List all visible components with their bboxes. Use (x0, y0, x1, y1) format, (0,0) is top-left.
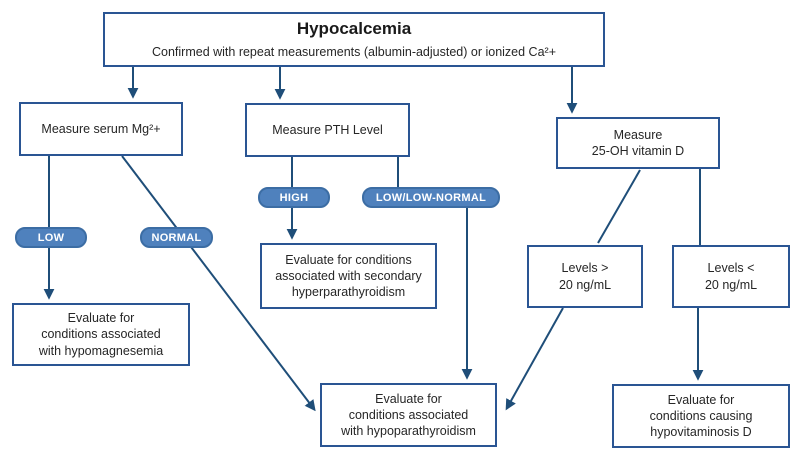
connector-vitd-to-levels-above (597, 169, 641, 244)
diagram-subtitle: Confirmed with repeat measurements (albu… (151, 45, 556, 60)
node-eval-hypomagnesemia: Evaluate for conditions associated with … (12, 303, 190, 366)
node-hypocalcemia: Hypocalcemia Confirmed with repeat measu… (103, 12, 605, 67)
node-levels-above-20: Levels > 20 ng/mL (527, 245, 643, 308)
branch-label-normal: NORMAL (140, 227, 213, 248)
node-eval-hypovitaminosis-d: Evaluate for conditions causing hypovita… (612, 384, 790, 448)
branch-label-high: HIGH (258, 187, 330, 208)
connector-mg-normal-to-hypoparathyroidism (121, 155, 316, 412)
node-levels-below-20: Levels < 20 ng/mL (672, 245, 790, 308)
node-measure-25oh-vitamin-d: Measure 25-OH vitamin D (556, 117, 720, 169)
branch-label-low-low-normal: LOW/LOW-NORMAL (362, 187, 500, 208)
node-eval-hypoparathyroidism: Evaluate for conditions associated with … (320, 383, 497, 447)
branch-label-low: LOW (15, 227, 87, 248)
node-measure-pth-level: Measure PTH Level (245, 103, 410, 157)
node-measure-serum-mg: Measure serum Mg²+ (19, 102, 183, 156)
node-eval-secondary-hyperparathyroidism: Evaluate for conditions associated with … (260, 243, 437, 309)
connector-levels-above-to-hypoparathyroidism (505, 307, 564, 411)
diagram-title: Hypocalcemia (296, 19, 412, 39)
